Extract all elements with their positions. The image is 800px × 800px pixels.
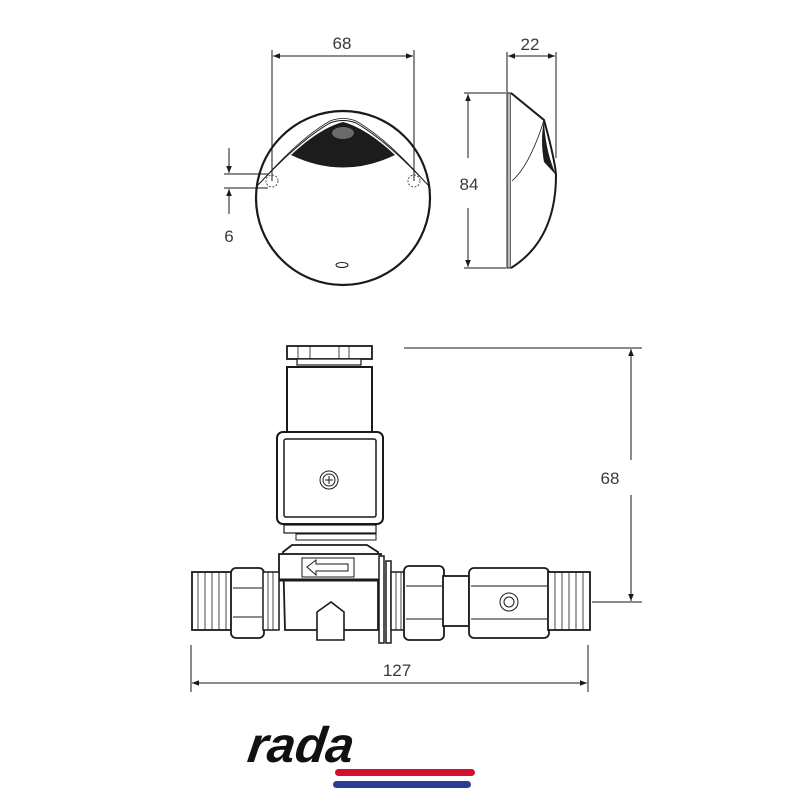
solenoid-coil xyxy=(286,366,373,433)
offset-dimension-label: 6 xyxy=(224,227,233,246)
valve-cap xyxy=(286,345,373,360)
width-dimension-label: 68 xyxy=(333,34,352,53)
logo-text: rada xyxy=(245,717,358,773)
left-nut xyxy=(230,567,265,639)
right-nut xyxy=(403,565,445,641)
sensor-cover-edge xyxy=(257,120,429,186)
sensor-window xyxy=(291,122,395,168)
sensor-front-view: 68 6 xyxy=(224,34,432,287)
flow-direction-arrow-icon xyxy=(306,558,349,577)
side-base-plate xyxy=(506,92,512,269)
height-dimension-label: 84 xyxy=(460,175,479,194)
side-window xyxy=(542,120,556,175)
valve-port xyxy=(316,601,345,641)
depth-dimension-label: 22 xyxy=(521,35,540,54)
valve-length-dimension-label: 127 xyxy=(383,661,411,680)
rada-logo: rada xyxy=(245,717,475,788)
sensor-lens xyxy=(332,127,354,139)
side-profile xyxy=(510,92,558,269)
solenoid-valve-assembly xyxy=(191,345,591,644)
logo-stripe-red xyxy=(335,769,475,776)
logo-stripe-blue xyxy=(333,781,471,788)
valve-height-dimension-label: 68 xyxy=(601,469,620,488)
bottom-slot xyxy=(335,262,349,268)
sensor-side-view: 22 84 xyxy=(460,35,558,269)
valve-dimensions: 68 127 xyxy=(190,347,642,692)
